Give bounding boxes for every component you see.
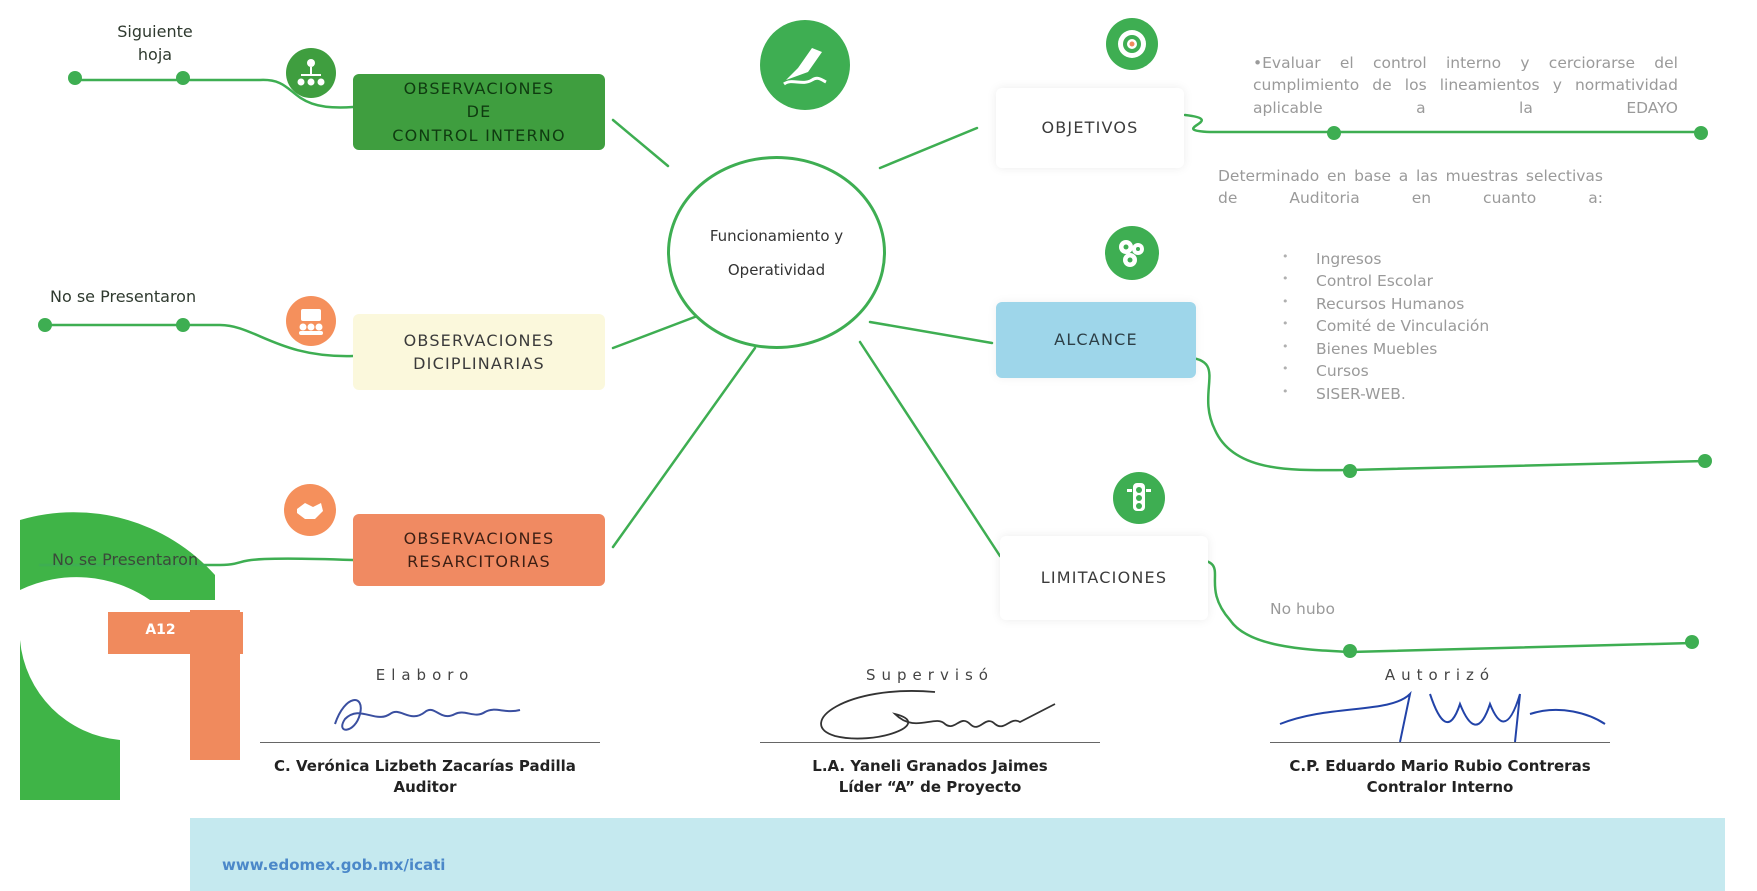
alcance-item: Control Escolar xyxy=(1282,270,1582,292)
objetivos-text: •Evaluar el control interno y cerciorars… xyxy=(1253,54,1678,117)
handwritten-signature xyxy=(820,690,1056,740)
signature-role: Contralor Interno xyxy=(1366,778,1514,796)
signature-role: Líder “A” de Proyecto xyxy=(838,778,1022,796)
alcance-item: Ingresos xyxy=(1282,248,1582,270)
badge-a12 xyxy=(108,612,243,654)
signature-title: Elaboro xyxy=(375,666,475,684)
target-icon xyxy=(1106,18,1158,70)
alcance-item: SISER-WEB. xyxy=(1282,383,1582,405)
alcance-list: Ingresos Control Escolar Recursos Humano… xyxy=(1282,248,1582,405)
handwritten-signature xyxy=(334,699,521,731)
alcance-label: ALCANCE xyxy=(1054,330,1138,350)
observaciones-resarcitorias-box: OBSERVACIONES RESARCITORIAS xyxy=(353,514,605,586)
control-interno-note: Siguiente hoja xyxy=(117,22,193,65)
alcance-item: Bienes Muebles xyxy=(1282,338,1582,360)
gear-cluster-icon xyxy=(1105,226,1159,280)
alcance-box: ALCANCE xyxy=(996,302,1196,378)
limitaciones-box: LIMITACIONES xyxy=(1000,536,1208,620)
signature-name: L.A. Yaneli Granados Jaimes xyxy=(812,757,1048,775)
signature-block-elaboro: Elaboro C. Verónica Lizbeth Zacarías Pad… xyxy=(250,666,600,798)
observaciones-control-interno-box: OBSERVACIONES DE CONTROL INTERNO xyxy=(353,74,605,150)
traffic-light-icon xyxy=(1113,472,1165,524)
limitaciones-label: LIMITACIONES xyxy=(1040,568,1168,588)
signature-name: C.P. Eduardo Mario Rubio Contreras xyxy=(1289,757,1591,775)
resarcitorias-note: No se Presentaron xyxy=(52,550,199,569)
signature-title: Supervisó xyxy=(866,666,994,684)
badge-a12-label: A12 xyxy=(145,622,176,638)
central-topic-line2: Operatividad xyxy=(727,260,826,279)
alcance-item: Recursos Humanos xyxy=(1282,293,1582,315)
observaciones-diciplinarias-box: OBSERVACIONES DICIPLINARIAS xyxy=(353,314,605,390)
footer-bar: www.edomex.gob.mx/icati xyxy=(190,818,1725,891)
objetivos-label: OBJETIVOS xyxy=(1041,118,1139,138)
central-topic: Funcionamiento y Operatividad xyxy=(667,156,886,349)
alcance-intro: Determinado en base a las muestras selec… xyxy=(1218,167,1603,208)
footer-website-link[interactable]: www.edomex.gob.mx/icati xyxy=(222,856,446,874)
observaciones-control-interno-label: OBSERVACIONES DE CONTROL INTERNO xyxy=(392,79,566,145)
diciplinarias-note: No se Presentaron xyxy=(50,287,197,306)
observaciones-resarcitorias-label: OBSERVACIONES RESARCITORIAS xyxy=(403,528,555,571)
signature-block-autorizo: Autorizó C.P. Eduardo Mario Rubio Contre… xyxy=(1270,666,1610,798)
signature-name: C. Verónica Lizbeth Zacarías Padilla xyxy=(274,757,576,775)
objetivos-box: OBJETIVOS xyxy=(996,88,1184,168)
central-topic-line1: Funcionamiento y xyxy=(709,226,844,245)
handshake-icon xyxy=(284,484,336,536)
observaciones-diciplinarias-label: OBSERVACIONES DICIPLINARIAS xyxy=(403,330,555,373)
network-people-icon xyxy=(286,48,336,98)
pen-writing-icon xyxy=(760,20,850,110)
limitaciones-text: No hubo xyxy=(1270,600,1335,618)
signature-line xyxy=(1270,742,1610,743)
signature-line xyxy=(760,742,1100,743)
signature-line xyxy=(260,742,600,743)
alcance-item: Cursos xyxy=(1282,360,1582,382)
signature-title: Autorizó xyxy=(1384,666,1496,684)
signature-role: Auditor xyxy=(393,778,457,796)
alcance-item: Comité de Vinculación xyxy=(1282,315,1582,337)
signature-block-superviso: Supervisó L.A. Yaneli Granados Jaimes Lí… xyxy=(760,666,1100,798)
handwritten-signature xyxy=(1279,690,1606,742)
audience-icon xyxy=(286,296,336,346)
